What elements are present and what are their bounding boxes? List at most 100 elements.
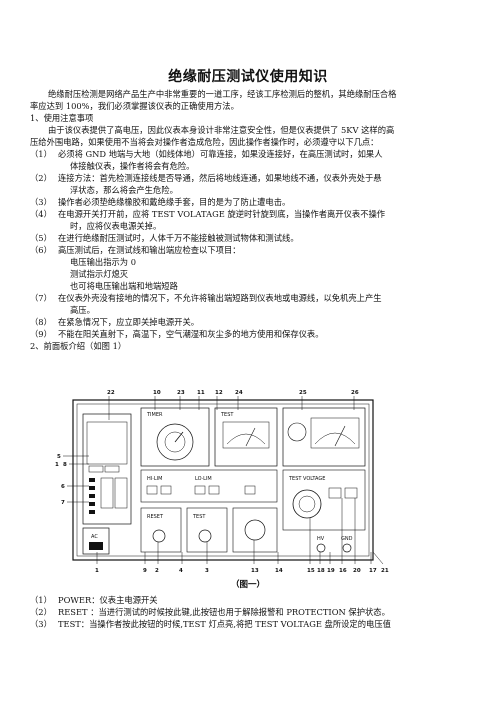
list-item: （6） 高压测试后，在测试线和输出端应检查以下项目： — [30, 244, 468, 256]
callout-b20: 20 — [353, 568, 361, 574]
callout-26: 26 — [351, 390, 359, 396]
callout-25: 25 — [299, 390, 307, 396]
callout-b3: 3 — [205, 568, 209, 574]
list-item: （7） 在仪表外壳没有接地的情况下，不允许将输出端短路到仪表地或电源线，以免机壳… — [30, 292, 468, 316]
test-button-label: TEST — [192, 514, 206, 520]
list-item: （1） POWER：仪表主电源开关 — [30, 594, 468, 606]
hi-lim-label: HI·LIM — [147, 476, 162, 482]
section1-heading: 1、使用注意事项 — [30, 113, 94, 123]
callout-1-left: 1 — [55, 462, 59, 468]
intro-line-2: 率应达到 100%，我们必须掌握该仪表的正确使用方法。 — [30, 101, 239, 111]
callout-8: 8 — [63, 462, 67, 468]
gnd-terminal[interactable] — [342, 543, 352, 553]
callout-b16: 16 — [339, 568, 347, 574]
section1-lead-2: 压给外围电路，如果使用不当将会对操作者造成危险，因此操作者操作时，必须遵守以下几… — [30, 137, 379, 147]
callout-5: 5 — [57, 454, 61, 460]
test-button[interactable] — [198, 529, 212, 543]
list-item: （3） 操作者必须垫绝缘橡胶和戴绝缘手套，目的是为了防止遭电击。 — [30, 196, 468, 208]
callout-10: 10 — [153, 390, 161, 396]
callout-b9: 9 — [143, 568, 147, 574]
callout-7: 7 — [61, 500, 65, 506]
front-panel-svg: 22 10 23 11 12 24 25 26 — [55, 390, 389, 574]
power-switch[interactable] — [89, 542, 103, 550]
voltage-meter-frame — [282, 407, 366, 467]
left-control-block — [82, 413, 132, 525]
range-knob[interactable] — [287, 422, 307, 442]
item-line: 在仪表外壳没有接地的情况下，不允许将输出端短路到仪表地或电源线，以免机壳上产生 — [58, 293, 382, 303]
top-leaders — [108, 396, 355, 420]
intro-line-1: 绝缘耐压检测是网络产品生产中非常重要的一道工序，经该工序检测后的整机，其绝缘耐压… — [48, 89, 397, 99]
test-label: TEST — [220, 412, 234, 418]
item-number: （4） — [30, 209, 52, 219]
test-voltage-block — [282, 469, 366, 531]
document-title: 绝缘耐压测试仪使用知识 — [168, 69, 328, 85]
callout-22: 22 — [107, 390, 115, 396]
test-voltage-knob[interactable] — [292, 489, 322, 519]
callout-24: 24 — [235, 390, 243, 396]
callout-b17: 17 — [369, 568, 377, 574]
list-item: （5） 在进行绝缘耐压测试时，人体千万不能接触被测试物体和测试线。 — [30, 232, 468, 244]
timer-label: TIMER — [146, 412, 163, 418]
hv-terminal[interactable] — [316, 543, 326, 553]
gnd-label: GND — [341, 536, 353, 542]
item-number: （2） — [30, 607, 52, 617]
callout-b15: 15 — [307, 568, 315, 574]
item-number: （7） — [30, 293, 52, 303]
item-line: 浮状态，那么将会产生危险。 — [70, 185, 178, 195]
reset-block — [140, 507, 182, 553]
callout-b18: 18 — [317, 568, 325, 574]
item-number: （2） — [30, 173, 52, 183]
item-line: 体接触仪表，操作者将会有危险。 — [70, 161, 195, 171]
meter-2-frame — [214, 407, 278, 467]
item-number: （6） — [30, 245, 52, 255]
reset-label: RESET — [147, 514, 164, 520]
item-line: 不能在阳关直射下，高温下，空气潮湿和灰尘多的地方使用和保存仪表。 — [58, 329, 324, 339]
list-item: （3） TEST：当操作者按此按钮的时候,TEST 灯点亮,将把 TEST VO… — [30, 618, 468, 630]
callout-23: 23 — [177, 390, 185, 396]
power-ac-label: AC — [91, 534, 98, 540]
item-number: （3） — [30, 619, 52, 629]
item-number: （8） — [30, 317, 52, 327]
callout-b1: 1 — [95, 568, 99, 574]
front-panel-diagram: 22 10 23 11 12 24 25 26 — [55, 386, 392, 576]
item-number: （5） — [30, 233, 52, 243]
output-block — [232, 507, 278, 553]
item-line: 时，应将仪表电源关掉。 — [70, 221, 162, 231]
output-dial — [244, 519, 266, 541]
timer-knob[interactable] — [156, 423, 194, 461]
list-item: （2） RESET ：当进行测试的时候按此键,此按钮也用于解除报警和 PROTE… — [30, 606, 468, 618]
panel-outline — [72, 399, 374, 561]
callout-12: 12 — [215, 390, 223, 396]
section2-heading: 2、前面板介绍（如图 1） — [30, 341, 127, 351]
list-item: （4） 在电源开关打开前，应将 TEST VOLATAGE 旋逆时针旋到底，当操… — [30, 208, 468, 232]
hv-label: HV — [317, 536, 325, 542]
callout-b4: 4 — [179, 568, 183, 574]
item-line: POWER：仪表主电源开关 — [58, 595, 158, 605]
callout-b21: 21 — [381, 568, 389, 574]
item-number: （3） — [30, 197, 52, 207]
item-number: （1） — [30, 149, 52, 159]
lo-lim-label: LO·LIM — [195, 476, 212, 482]
item-line: 高压。 — [70, 305, 95, 315]
item-line: 必须将 GND 地端与大地（如线体地）可靠连接，如果没连接好，在高压测试时，如果… — [58, 149, 383, 159]
item-line: TEST：当操作者按此按钮的时候,TEST 灯点亮,将把 TEST VOLTAG… — [58, 619, 391, 629]
power-switch-box — [82, 527, 110, 555]
callout-b13: 13 — [251, 568, 259, 574]
callout-b19: 19 — [327, 568, 335, 574]
item-line: 高压测试后，在测试线和输出端应检查以下项目： — [58, 245, 241, 255]
figure-caption: （图一） — [230, 580, 265, 590]
item-number: （1） — [30, 595, 52, 605]
reset-button[interactable] — [152, 529, 166, 543]
check-item: 电压输出指示为 0 — [70, 257, 136, 267]
list-item: （1） 必须将 GND 地端与大地（如线体地）可靠连接，如果没连接好，在高压测试… — [30, 148, 468, 172]
check-item: 测试指示灯熄灭 — [70, 269, 129, 279]
callout-b14: 14 — [275, 568, 283, 574]
current-meter — [222, 421, 270, 449]
meter-1-frame — [140, 407, 210, 467]
list-item: （8） 在紧急情况下，应立即关掉电源开关。 — [30, 316, 468, 328]
item-number: （9） — [30, 329, 52, 339]
callout-6: 6 — [61, 484, 65, 490]
callout-b2: 2 — [155, 568, 159, 574]
test-voltage-label: TEST VOLTAGE — [288, 476, 325, 482]
